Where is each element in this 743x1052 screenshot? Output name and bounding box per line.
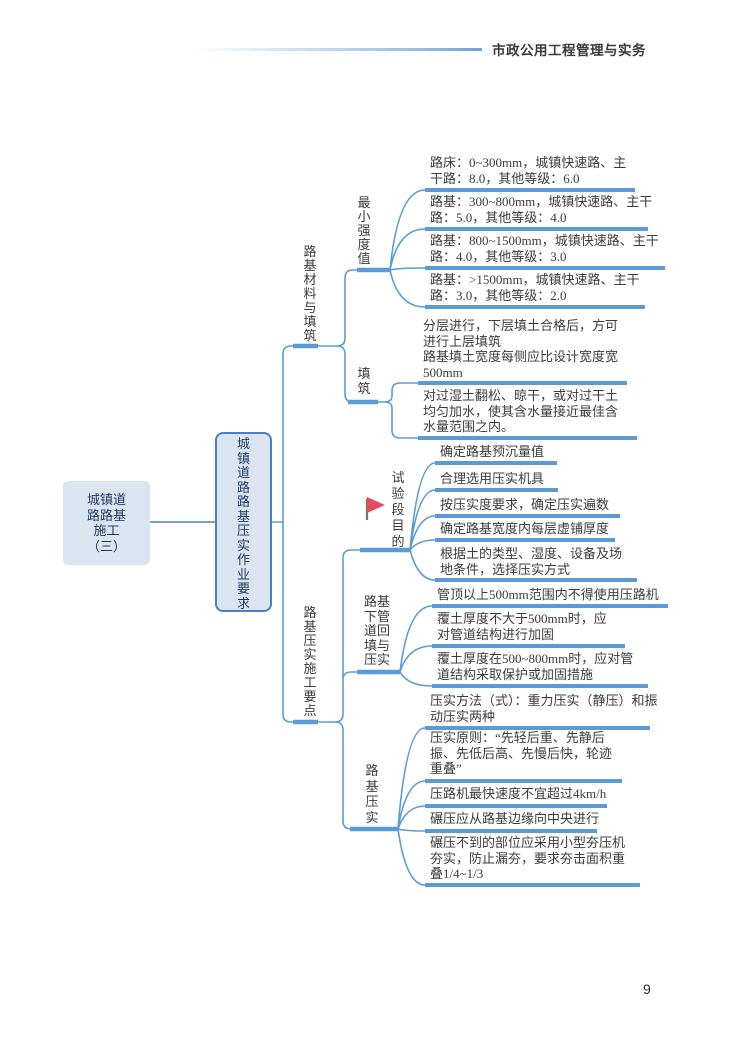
sub-label-min-strength: 最小强度值 — [357, 195, 371, 266]
branch-label-materials: 路基材料与填筑 — [303, 244, 317, 343]
fan-lujiyashi — [397, 727, 426, 886]
sub-label-guandao: 路基下管道回填与压实 — [363, 594, 390, 667]
leaf-text: 碾压不到的部位应采用小型夯压机夯实，防止漏夯，要求夯击面积重叠1/4~1/3 — [430, 835, 626, 881]
root-node: 城镇道 路路基 施工 （三） — [63, 481, 150, 565]
leaf-text: 根据土的类型、湿度、设备及场地条件，选择压实方式 — [440, 546, 623, 577]
page-title: 市政公用工程管理与实务 — [492, 43, 646, 58]
leaf-underlines — [418, 188, 668, 887]
leaf-text: 对过湿土翻松、晾干，或对过干土均匀加水，使其含水量接近最佳含水量范围之内。 — [423, 388, 619, 434]
sub-label-tianzhu: 填筑 — [357, 366, 371, 396]
leaf-text: 合理选用压实机具 — [440, 471, 545, 486]
leaf-text: 路基：800~1500mm，城镇快速路、主干路：4.0，其他等级：3.0 — [430, 233, 659, 264]
fan-tianzhu — [377, 382, 419, 439]
leaf-text: 压路机最快速度不宜超过4km/h — [430, 786, 607, 801]
leaf-text: 碾压应从路基边缘向中央进行 — [430, 811, 600, 826]
leaf-text: 按压实度要求，确定压实遍数 — [440, 497, 610, 512]
topic-spine — [271, 345, 295, 723]
sub-label-shiyanduan: 试验段目的 — [391, 470, 405, 549]
leaf-text: 确定路基宽度内每层虚铺厚度 — [440, 521, 610, 536]
leaf-text: 管顶以上500mm范围内不得使用压路机 — [437, 587, 659, 602]
leaf-text: 确定路基预沉量值 — [440, 444, 545, 459]
fan-guandao — [399, 605, 433, 687]
leaf-text: 分层进行，下层填土合格后，方可进行上层填筑 路基填土宽度每侧应比设计宽度宽500… — [423, 318, 619, 380]
red-flag-icon — [365, 497, 385, 520]
header-rule — [192, 48, 482, 51]
leaf-text: 路基：>1500mm，城镇快速路、主干路：3.0，其他等级：2.0 — [430, 272, 640, 303]
branch1-bracket — [317, 269, 359, 403]
leaf-text: 覆土厚度在500~800mm时，应对管道结构采取保护或加固措施 — [437, 651, 634, 682]
leaf-text: 路基：300~800mm，城镇快速路、主干路：5.0，其他等级：4.0 — [430, 194, 653, 225]
leaf-text: 覆土厚度不大于500mm时，应对管道结构进行加固 — [437, 611, 607, 642]
sub-label-lujiyashi: 路基压实 — [365, 763, 379, 825]
branch-label-compaction-points: 路基压实施工要点 — [303, 605, 317, 718]
label-underlines — [293, 267, 410, 832]
leaf-text: 压实原则：“先轻后重、先静后振、先低后高、先慢后快，轮迹重叠” — [430, 730, 613, 776]
page-number: 9 — [643, 981, 651, 997]
leaf-text: 路床：0~300mm，城镇快速路、主干路：8.0，其他等级：6.0 — [430, 155, 627, 186]
branch2-bracket — [317, 549, 362, 830]
leaf-text: 压实方法（式）：重力压实（静压）和振动压实两种 — [430, 693, 658, 724]
fan-shiyanduan — [409, 462, 436, 581]
fan-min-strength — [389, 189, 426, 308]
topic-node: 城镇道路路基压实作业要求 — [215, 432, 272, 612]
topic-node-label: 城镇道路路基压实作业要求 — [236, 436, 250, 611]
